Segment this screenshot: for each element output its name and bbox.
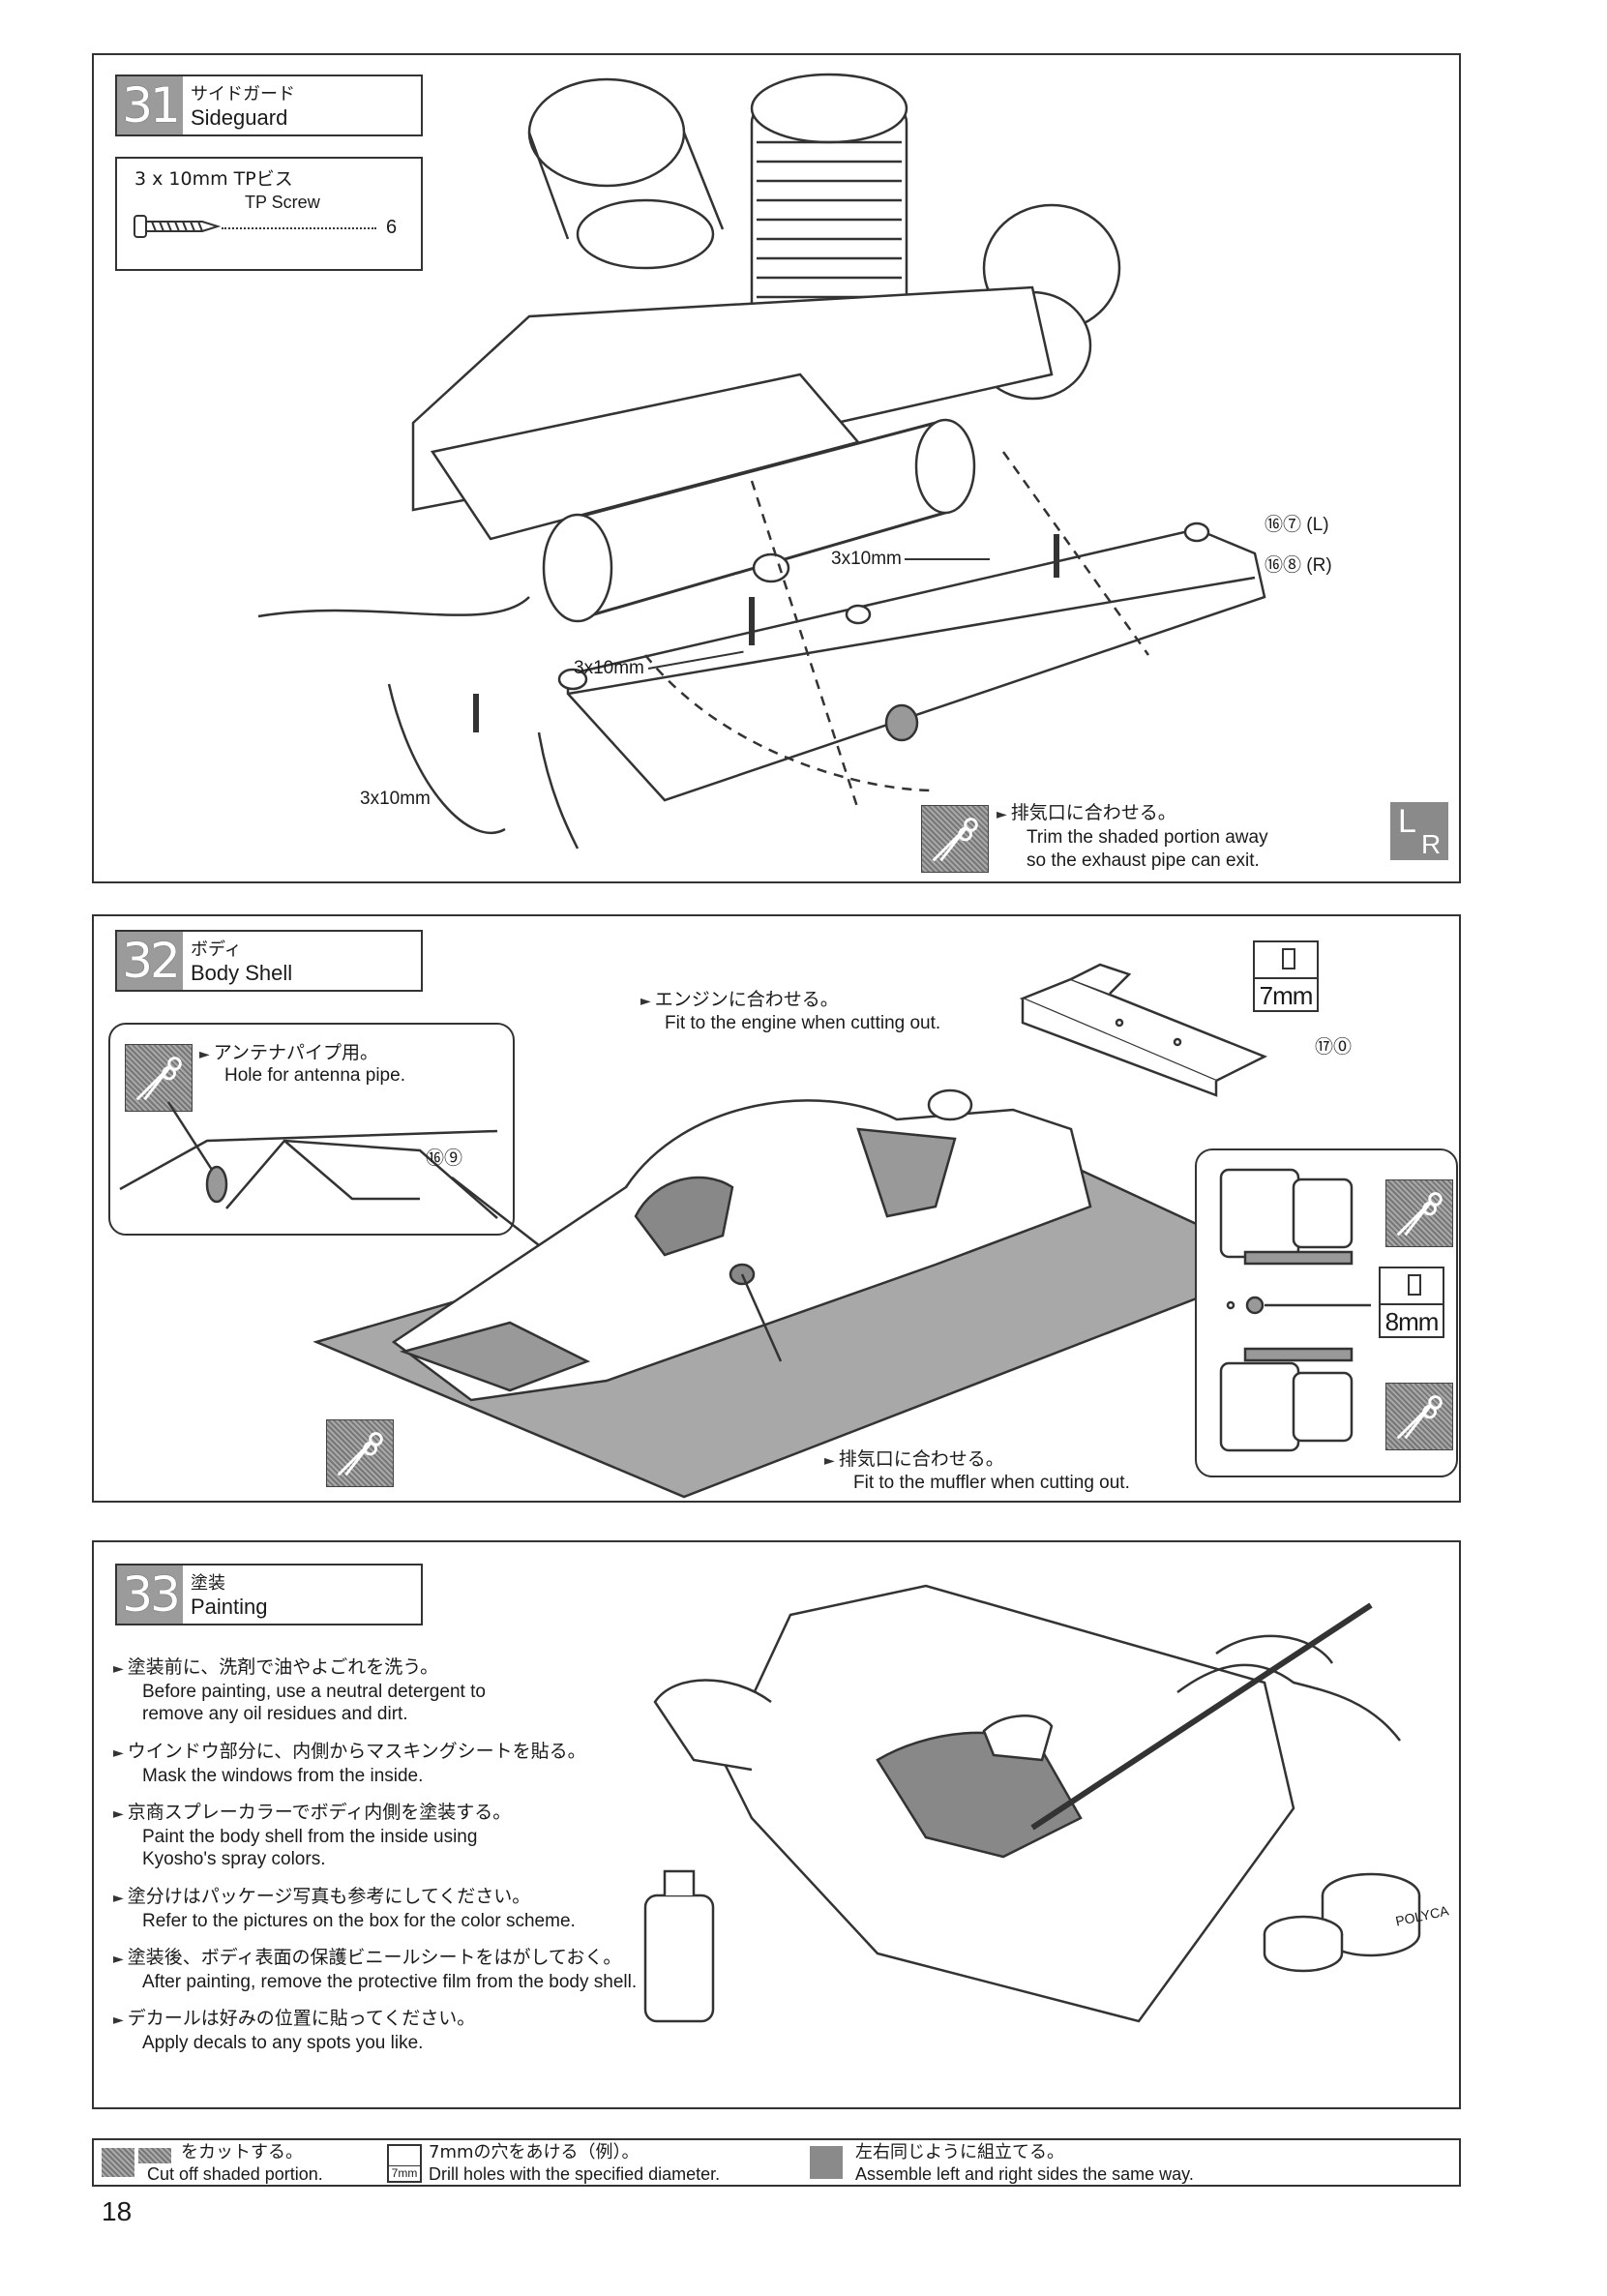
step-33-panel: 33 塗装 Painting ►塗装前に、洗剤で油やよごれを洗う。 Before… [92, 1540, 1461, 2109]
step-number: 32 [117, 932, 183, 990]
screw-callout-c: 3x10mm [360, 789, 431, 809]
step-title-en: Body Shell [191, 961, 293, 985]
instruction-item: ►京商スプレーカラーでボディ内側を塗装する。 Paint the body sh… [113, 1802, 512, 1869]
symbol-legend: をカットする。 Cut off shaded portion. 7mm 7mmの… [92, 2138, 1461, 2187]
lr-right: R [1421, 829, 1442, 859]
part-167-side: (L) [1306, 515, 1329, 535]
cut-shaded-icon [921, 805, 989, 873]
trim-note-en-2: so the exhaust pipe can exit. [1027, 850, 1260, 871]
drill-legend-jp: 7mmの穴をあける（例）。 [429, 2142, 640, 2162]
screw-callout-a: 3x10mm [831, 549, 902, 569]
step-32-header: 32 ボディ Body Shell [115, 930, 423, 992]
instruction-item: ►塗分けはパッケージ写真も参考にしてください。 Refer to the pic… [113, 1886, 576, 1931]
instruction-item: ►デカールは好みの位置に貼ってください。 Apply decals to any… [113, 2008, 476, 2053]
lr-legend-en: Assemble left and right sides the same w… [855, 2164, 1194, 2184]
page-number: 18 [102, 2196, 133, 2226]
antenna-note-en: Hole for antenna pipe. [224, 1065, 405, 1086]
screw-callout-a-leader [905, 558, 990, 560]
trim-note-en-1: Trim the shaded portion away [1027, 827, 1268, 848]
step-31-header: 31 サイドガード Sideguard [115, 75, 423, 136]
engine-sideguard-diagram [257, 73, 1266, 850]
parts-quantity: 6 [386, 217, 398, 238]
lr-left: L [1398, 803, 1416, 840]
cut-shaded-icon [125, 1044, 193, 1112]
step-31-panel: 31 サイドガード Sideguard 3 x 10mm TPビス TP Scr… [92, 53, 1461, 883]
step-title-jp: ボディ [191, 939, 242, 960]
parts-box: 3 x 10mm TPビス TP Screw 6 [115, 157, 423, 271]
drill-bit-graphic [1381, 1268, 1443, 1305]
part-168-side: (R) [1306, 555, 1332, 576]
shaded-swatch [138, 2148, 171, 2163]
parts-name-en: TP Screw [245, 193, 320, 212]
part-167-label: ⑯⑦ (L) [1265, 515, 1329, 536]
drill-8mm-icon: 8mm [1379, 1267, 1444, 1338]
step-title-jp: サイドガード [191, 84, 295, 104]
cut-shaded-icon [326, 1419, 394, 1487]
instruction-item: ►ウインドウ部分に、内側からマスキングシートを貼る。 Mask the wind… [113, 1741, 586, 1786]
part-168-label: ⑯⑧ (R) [1265, 555, 1332, 577]
step-title-en: Sideguard [191, 105, 288, 130]
drill-bit-graphic [1255, 942, 1317, 979]
engine-note-en: Fit to the engine when cutting out. [665, 1013, 941, 1033]
drill-7mm-label: 7mm [1259, 981, 1314, 1010]
rear-wing-diagram [1019, 963, 1268, 1097]
step-33-header: 33 塗装 Painting [115, 1564, 423, 1625]
drill-7mm-icon: 7mm [1253, 940, 1319, 1012]
instruction-item: ►塗装前に、洗剤で油やよごれを洗う。 Before painting, use … [113, 1656, 486, 1724]
muffler-note-en: Fit to the muffler when cutting out. [853, 1473, 1130, 1493]
drill-8mm-label: 8mm [1384, 1307, 1440, 1336]
engine-note-jp: ►エンジンに合わせる。 [640, 989, 839, 1010]
part-168-number: ⑯⑧ [1265, 555, 1302, 576]
part-169-label: ⑯⑨ [426, 1148, 463, 1169]
step-title-jp: 塗装 [191, 1573, 225, 1594]
cut-legend-en: Cut off shaded portion. [147, 2164, 323, 2184]
lr-legend-jp: 左右同じように組立てる。 [855, 2142, 1064, 2162]
screw-icon [134, 215, 222, 238]
cut-legend-icon [102, 2148, 134, 2177]
muffler-note-jp: ►排気口に合わせる。 [824, 1448, 1004, 1470]
lr-legend-icon [810, 2146, 843, 2179]
instruction-item: ►塗装後、ボディ表面の保護ビニールシートをはがしておく。 After paint… [113, 1947, 638, 1992]
step-title-en: Painting [191, 1595, 268, 1619]
part-167-number: ⑯⑦ [1265, 515, 1302, 535]
part-170-label: ⑰⓪ [1315, 1037, 1353, 1058]
cut-legend-jp: をカットする。 [181, 2142, 303, 2162]
body-shell-diagram [312, 1088, 1288, 1499]
cutout-inset: 8mm [1195, 1148, 1458, 1477]
screw-callout-b: 3x10mm [574, 658, 644, 678]
antenna-note-jp: ►アンテナパイプ用。 [199, 1042, 379, 1063]
cut-shaded-icon [1385, 1179, 1453, 1247]
painting-diagram [643, 1584, 1421, 2023]
step-32-panel: 32 ボディ Body Shell ►エンジンに合わせる。 Fit to the… [92, 914, 1461, 1503]
step-number: 33 [117, 1565, 183, 1624]
left-right-icon: L R [1390, 802, 1448, 860]
drill-legend-en: Drill holes with the specified diameter. [429, 2164, 721, 2184]
cutout-inset-diagram [1219, 1168, 1371, 1452]
trim-note-jp: ►排気口に合わせる。 [997, 802, 1176, 823]
drill-legend-icon: 7mm [387, 2144, 422, 2183]
step-number: 31 [117, 76, 183, 134]
cut-shaded-icon [1385, 1383, 1453, 1450]
parts-size-label: 3 x 10mm TPビス [134, 168, 293, 190]
antenna-inset: ►アンテナパイプ用。 Hole for antenna pipe. [108, 1023, 515, 1236]
parts-leader [222, 227, 376, 229]
